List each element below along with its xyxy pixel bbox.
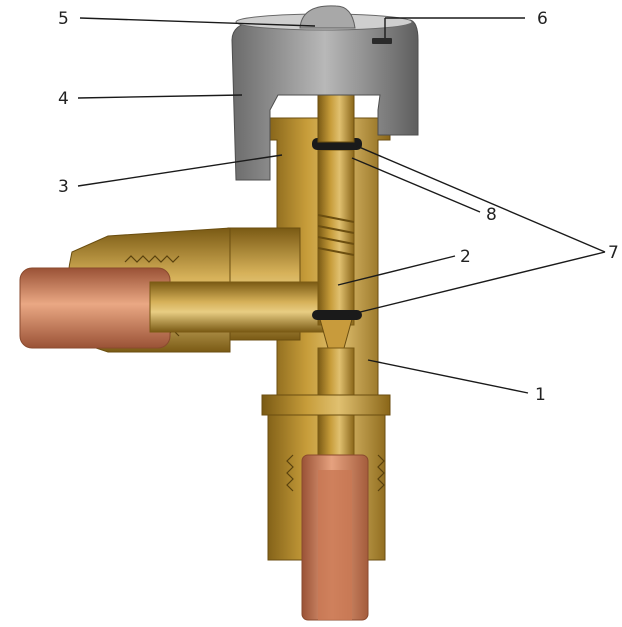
callout-5: 5	[58, 9, 69, 29]
callout-6: 6	[537, 9, 548, 29]
cap	[231, 5, 419, 181]
bottom-copper-tube	[301, 454, 369, 621]
lower-fitting	[261, 394, 391, 492]
callout-3: 3	[58, 177, 69, 197]
callout-labels: 5 6 4 3 8 2 7 1	[58, 9, 619, 405]
callout-4: 4	[58, 89, 69, 109]
callout-1: 1	[535, 385, 546, 405]
left-copper-tube	[19, 267, 326, 349]
callout-8: 8	[486, 205, 497, 225]
callout-2: 2	[460, 247, 471, 267]
leader-lines	[77, 17, 606, 394]
callout-7: 7	[608, 243, 619, 263]
